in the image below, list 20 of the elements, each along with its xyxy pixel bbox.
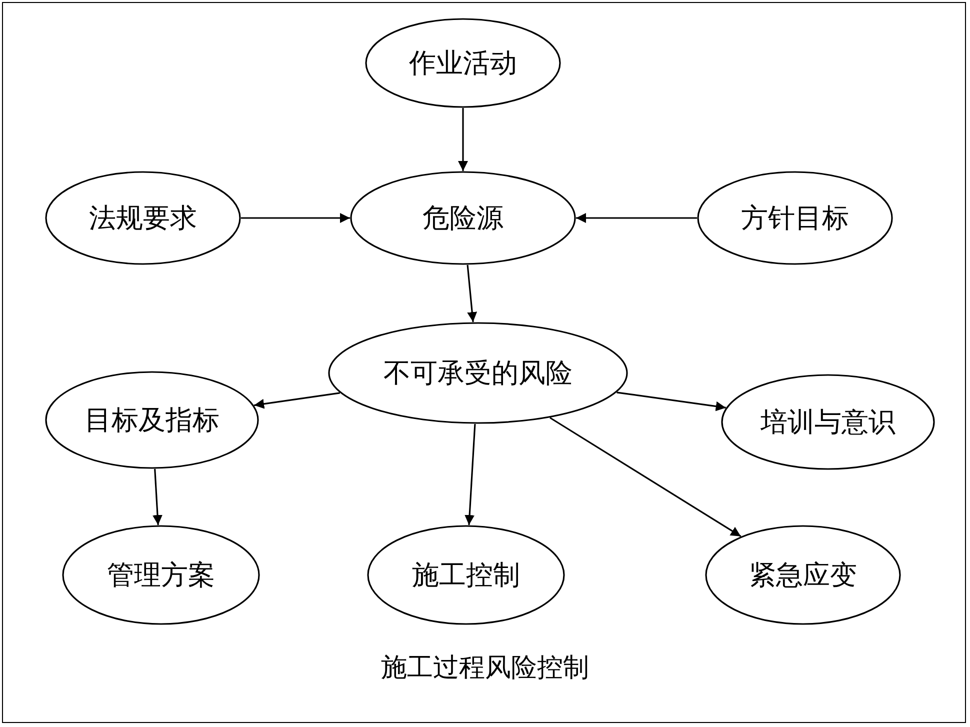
arrow [152,468,162,526]
node-label: 作业活动 [409,47,517,81]
node-label: 管理方案 [107,559,215,593]
node-label: 施工控制 [412,559,520,593]
node-label: 危险源 [422,202,504,236]
arrow [616,392,726,412]
arrow [550,417,742,538]
arrow [254,392,340,409]
caption: 施工过程风险控制 [381,653,589,683]
node-label: 方针目标 [741,202,849,236]
node-label: 紧急应变 [749,559,857,593]
arrow [241,213,350,223]
node-label: 不可承受的风险 [384,357,572,391]
arrow [464,424,476,526]
node-label: 培训与意识 [760,406,896,440]
node-label: 目标及指标 [84,404,220,438]
arrow [458,108,468,171]
arrow [576,213,697,223]
arrow [466,264,478,322]
node-label: 法规要求 [89,202,197,236]
